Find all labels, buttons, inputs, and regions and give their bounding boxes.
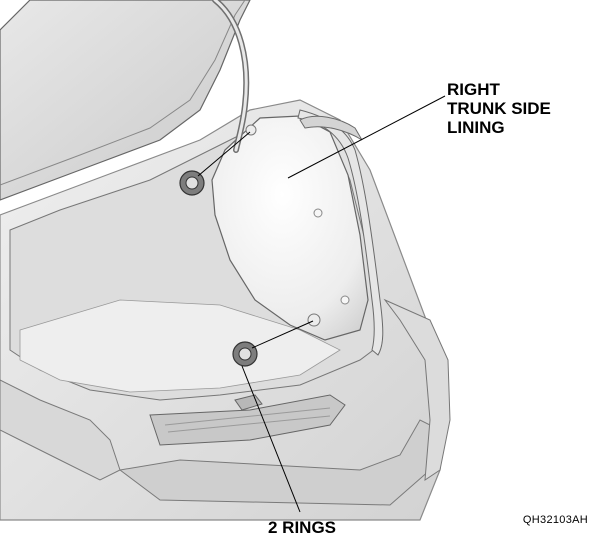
leader-rings — [241, 365, 301, 513]
label-line-1: RIGHT — [447, 80, 500, 99]
trunk-floor — [19, 299, 341, 393]
left-trunk-gutter — [0, 379, 121, 481]
tail-lamp — [383, 298, 451, 481]
trunk-hinge — [299, 115, 363, 141]
install-line-upper — [197, 131, 251, 177]
label-right-trunk-side-lining: RIGHT TRUNK SIDE LINING — [447, 80, 551, 137]
ring-upper — [179, 170, 205, 196]
label-line-3: LINING — [447, 118, 505, 137]
leader-side-lining — [287, 95, 446, 179]
lid-hinge-arm-highlight — [213, 0, 248, 152]
trunk-lid — [0, 0, 251, 201]
figure-code: QH32103AH — [522, 514, 588, 526]
sill-ribs — [164, 407, 331, 433]
trunk-lid-edge — [0, 0, 246, 186]
install-line-lower — [251, 320, 314, 349]
ring-lower — [232, 341, 258, 367]
lining-hole-lower — [307, 313, 321, 327]
lining-clip-lower — [340, 295, 350, 305]
trunk-seal — [297, 109, 384, 356]
label-2-rings: 2 RINGS — [268, 518, 337, 537]
lining-clip-upper — [313, 208, 323, 218]
lining-hole-upper — [245, 124, 257, 136]
rear-sill-trim — [149, 394, 346, 446]
label-line-2: TRUNK SIDE — [447, 99, 551, 118]
